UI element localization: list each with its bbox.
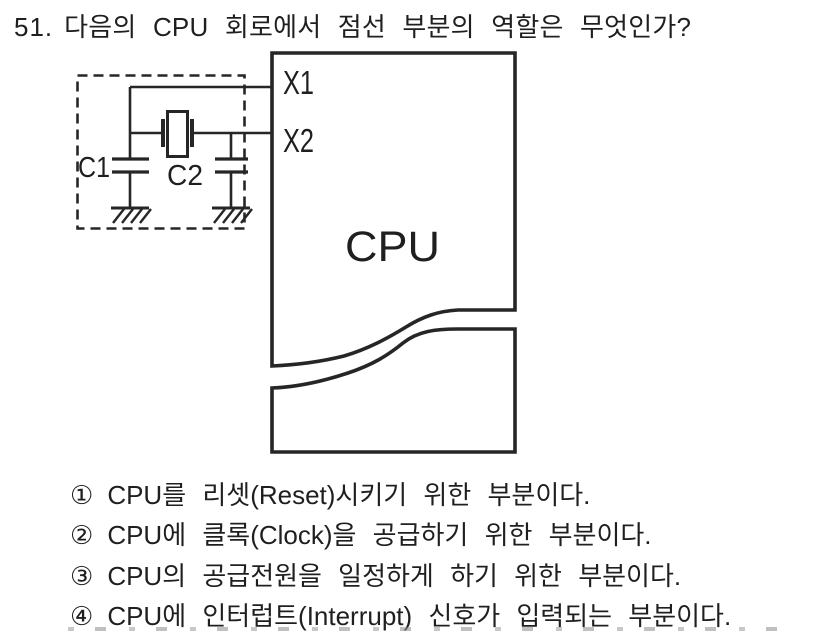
answer-option-2: ② CPU에 클록(Clock)을 공급하기 위한 부분이다.: [70, 515, 652, 552]
option-4-text: CPU에 인터럽트(Interrupt) 신호가 입력되는 부분이다.: [107, 601, 732, 631]
cpu-block-upper: [270, 51, 517, 368]
option-4-marker: ④: [70, 601, 94, 631]
option-3-marker: ③: [70, 561, 94, 591]
option-3-text: CPU의 공급전원을 일정하게 하기 위한 부분이다.: [107, 561, 682, 591]
ground-symbol-left: [111, 206, 152, 224]
cpu-circuit-figure: C1 C2 X1 X2 CPU: [76, 51, 517, 454]
question-line: 51. 다음의 CPU 회로에서 점선 부분의 역할은 무엇인가?: [14, 7, 691, 44]
answer-option-1: ① CPU를 리셋(Reset)시키기 위한 부분이다.: [70, 475, 590, 512]
capacitor-c1: [112, 157, 149, 174]
answer-option-3: ③ CPU의 공급전원을 일정하게 하기 위한 부분이다.: [70, 556, 681, 593]
capacitor-c2: [215, 157, 248, 174]
option-2-marker: ②: [70, 520, 94, 550]
question-number: 51.: [14, 12, 54, 42]
label-x1-pin: X1: [283, 64, 314, 101]
option-2-text: CPU에 클록(Clock)을 공급하기 위한 부분이다.: [107, 520, 652, 550]
crystal-oscillator: [161, 110, 194, 158]
label-c1: C1: [78, 152, 110, 184]
cpu-block-lower: [270, 327, 517, 454]
answer-option-4: ④ CPU에 인터럽트(Interrupt) 신호가 입력되는 부분이다.: [70, 596, 731, 633]
crystal-body: [166, 110, 189, 158]
dashed-region-box: [76, 74, 246, 230]
label-x2-pin: X2: [283, 122, 314, 159]
question-text: 다음의 CPU 회로에서 점선 부분의 역할은 무엇인가?: [64, 12, 692, 42]
ground-symbol-right: [212, 206, 253, 224]
option-1-text: CPU를 리셋(Reset)시키기 위한 부분이다.: [107, 480, 591, 510]
cropped-next-line-remnant: [68, 627, 792, 631]
label-c2: C2: [167, 160, 203, 192]
label-cpu: CPU: [345, 223, 440, 271]
option-1-marker: ①: [70, 480, 94, 510]
